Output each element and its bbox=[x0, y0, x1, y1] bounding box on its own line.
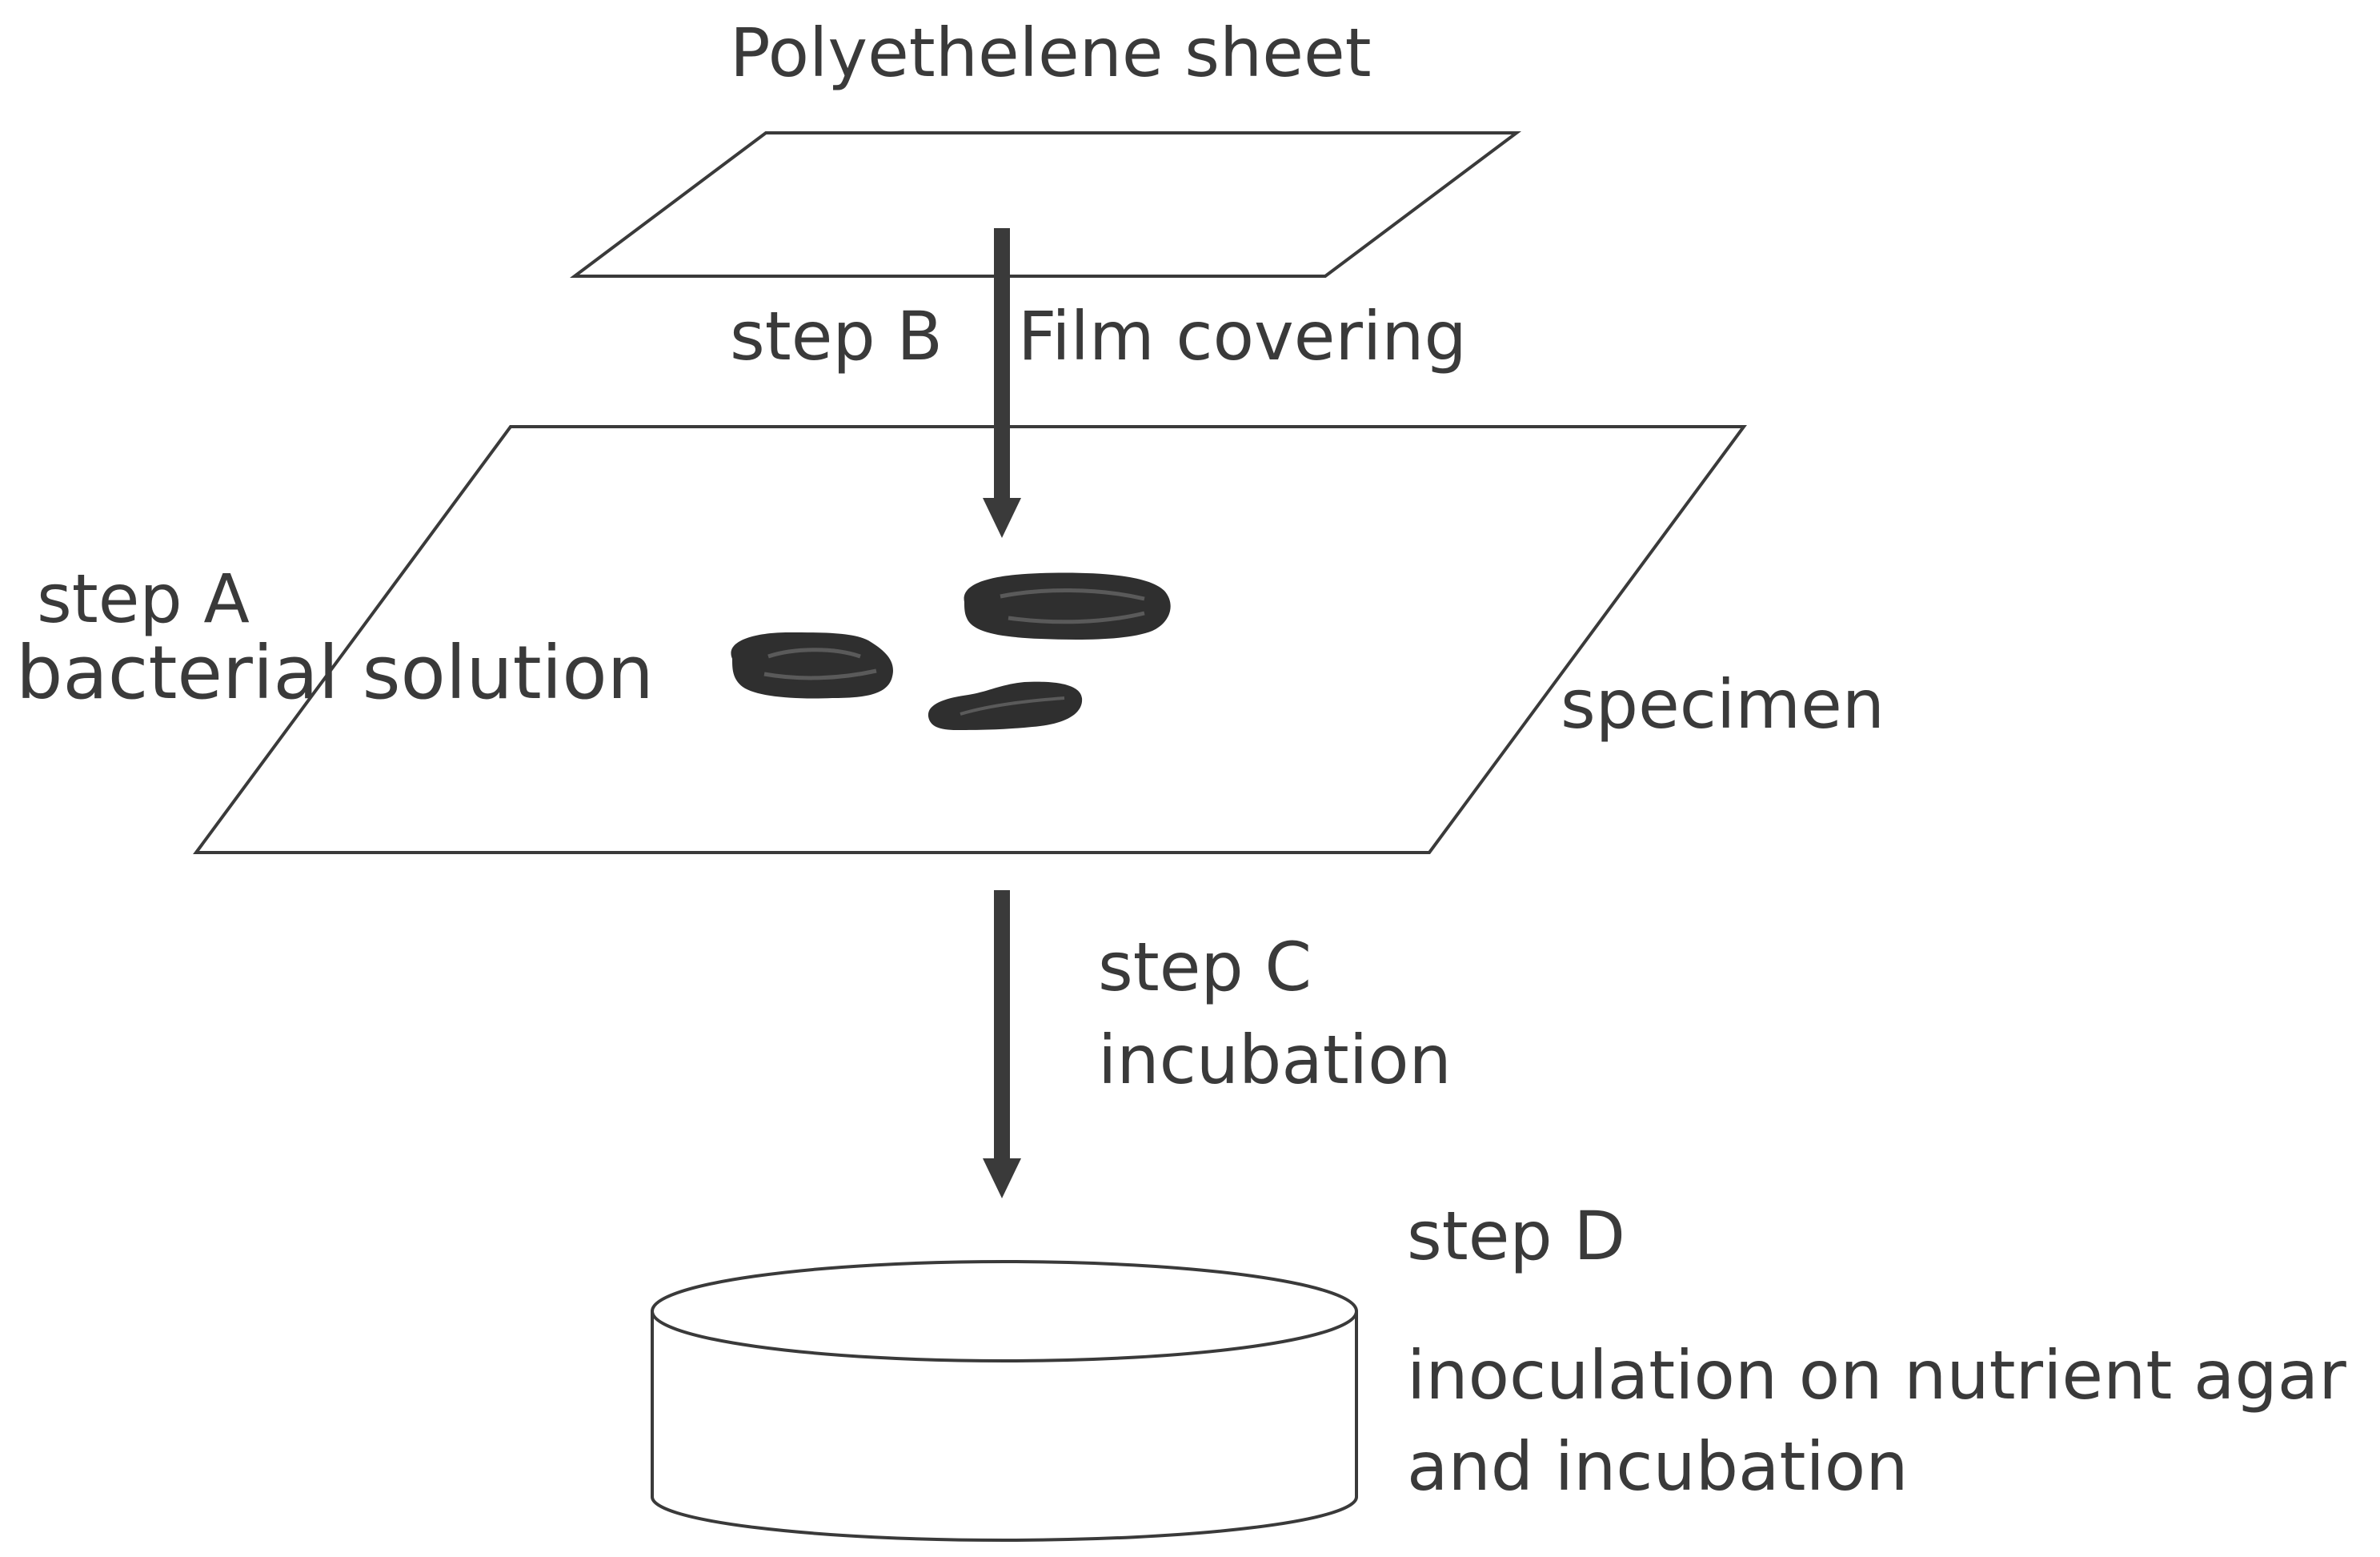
inoculation-label-line2: and incubation bbox=[1407, 1427, 1909, 1506]
bacterial-solution-label: bacterial solution bbox=[16, 630, 654, 716]
film-covering-arrow-head bbox=[983, 498, 1021, 538]
incubation-arrow-head bbox=[983, 1158, 1021, 1198]
step-b-label: step B bbox=[730, 297, 944, 375]
bacterial-blob-top bbox=[964, 572, 1171, 640]
step-d-label: step D bbox=[1407, 1197, 1626, 1275]
specimen-plate bbox=[193, 425, 1747, 854]
bacterial-blob-left bbox=[731, 632, 893, 699]
nutrient-agar-dish bbox=[651, 1260, 1358, 1542]
polyethelene-sheet bbox=[569, 131, 1522, 278]
step-c-label: step C bbox=[1098, 928, 1312, 1006]
step-a-label: step A bbox=[37, 560, 250, 638]
incubation-label: incubation bbox=[1098, 1021, 1452, 1099]
film-covering-label: Film covering bbox=[1018, 297, 1467, 375]
specimen-label: specimen bbox=[1561, 665, 1885, 744]
bacterial-blob-bottom bbox=[928, 681, 1083, 730]
inoculation-label-line1: inoculation on nutrient agar bbox=[1407, 1336, 2346, 1415]
polyethelene-sheet-label: Polyethelene sheet bbox=[730, 14, 1372, 92]
